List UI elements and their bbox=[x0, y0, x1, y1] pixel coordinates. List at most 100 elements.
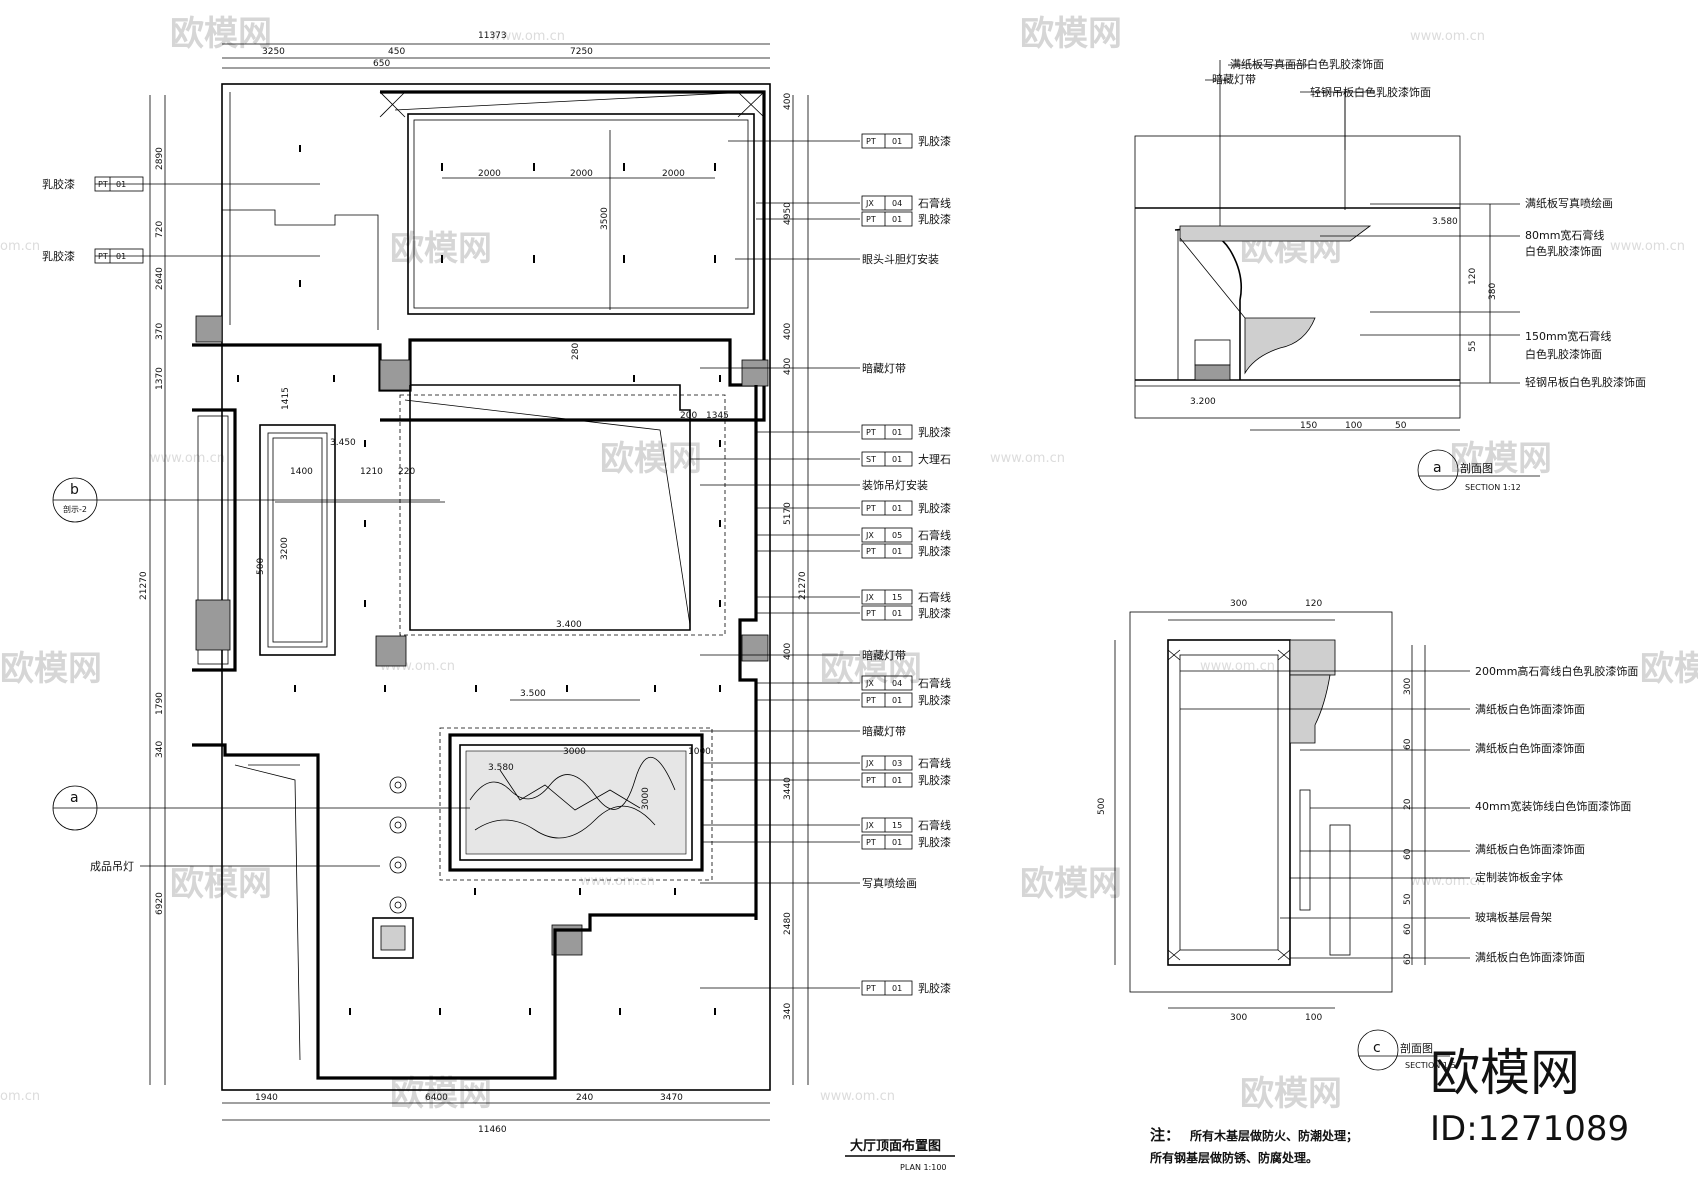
dim-inner: 500 bbox=[256, 558, 266, 575]
upper-ceiling-panel-inner bbox=[413, 119, 749, 309]
watermark-url: www.om.cn bbox=[990, 451, 1065, 466]
left-label-text: 乳胶漆 bbox=[42, 249, 75, 263]
column bbox=[195, 315, 223, 343]
watermark-url: www.om.cn bbox=[150, 451, 225, 466]
watermark-url: www.om.cn bbox=[490, 29, 565, 44]
cornice-profile bbox=[1174, 228, 1243, 380]
material-label: 装饰吊灯安装 bbox=[862, 478, 928, 492]
upper-left-room bbox=[222, 209, 379, 330]
section-c-scale: SECTION 1:5 bbox=[1405, 1061, 1456, 1070]
watermark-url: www.om.cn bbox=[1410, 29, 1485, 44]
watermark-url: www.om.cn bbox=[1200, 659, 1275, 674]
section-a-detail: 满纸板写真面部白色乳胶漆饰面 暗藏灯带 轻钢吊板白色乳胶漆饰面 满纸板写真喷绘画… bbox=[1134, 57, 1646, 492]
material-code-box bbox=[861, 133, 913, 149]
dim-left: 2640 bbox=[155, 267, 165, 290]
section-a-label-top: 轻钢吊板白色乳胶漆饰面 bbox=[1310, 85, 1431, 99]
material-code-box bbox=[861, 692, 913, 708]
section-c-dim: 100 bbox=[1305, 1013, 1322, 1023]
material-code: 15 bbox=[892, 821, 902, 830]
dim-inner: 3500 bbox=[600, 207, 610, 230]
dim-right: 400 bbox=[783, 358, 793, 375]
notes: 注： 所有木基层做防火、防潮处理； 所有钢基层做防锈、防腐处理。 bbox=[1150, 1126, 1358, 1165]
dim-bottom: 240 bbox=[576, 1093, 593, 1103]
mural-image bbox=[465, 750, 687, 855]
column bbox=[741, 359, 769, 387]
section-a-label-top: 暗藏灯带 bbox=[1212, 72, 1256, 86]
dim-inner: 3.500 bbox=[520, 689, 546, 699]
material-code: PT bbox=[866, 547, 876, 556]
pendant-lamp-icon bbox=[389, 896, 407, 914]
dim-inner: 3.580 bbox=[488, 763, 514, 773]
hall-ceiling-dashed bbox=[399, 394, 726, 636]
section-c-dim: 120 bbox=[1305, 599, 1322, 609]
section-c-label: 200mm高石膏线白色乳胶漆饰面 bbox=[1475, 664, 1638, 678]
section-a-title-letter: a bbox=[1433, 460, 1442, 476]
section-c-dim: 60 bbox=[1403, 953, 1413, 965]
material-code: 01 bbox=[892, 455, 902, 464]
section-a-frame bbox=[1134, 135, 1461, 419]
material-label: 大理石 bbox=[918, 452, 951, 466]
watermark-brand: 欧模网 bbox=[390, 1074, 492, 1114]
dim-right: 340 bbox=[783, 1003, 793, 1020]
section-c-dim: 60 bbox=[1403, 848, 1413, 860]
material-code: 01 bbox=[892, 428, 902, 437]
skylight-inner bbox=[267, 432, 328, 648]
section-c-label: 满纸板白色饰面漆饰面 bbox=[1475, 842, 1585, 856]
material-code-box bbox=[861, 589, 913, 605]
section-c-frame bbox=[1129, 611, 1393, 993]
dim-left: 21270 bbox=[139, 571, 149, 600]
pendant-lamp-icon bbox=[389, 776, 407, 794]
material-code: JX bbox=[865, 199, 874, 208]
watermark-brand: 欧模网 bbox=[820, 649, 922, 689]
material-code-box bbox=[861, 675, 913, 691]
material-code: 01 bbox=[892, 504, 902, 513]
plan-title: 大厅顶面布置图 bbox=[850, 1138, 941, 1154]
material-code: PT bbox=[866, 215, 876, 224]
section-c-detail: 200mm高石膏线白色乳胶漆饰面 满纸板白色饰面漆饰面 满纸板白色饰面漆饰面 4… bbox=[1097, 599, 1638, 1071]
upper-ceiling-panel bbox=[407, 113, 755, 315]
material-label: 石膏线 bbox=[918, 528, 951, 542]
note-line-2: 所有钢基层做防锈、防腐处理。 bbox=[1150, 1150, 1318, 1165]
material-code: PT bbox=[866, 984, 876, 993]
left-label-code: 01 bbox=[116, 252, 126, 261]
watermark-url: www.om.cn bbox=[1410, 874, 1485, 889]
material-code: 01 bbox=[892, 696, 902, 705]
material-code: PT bbox=[866, 696, 876, 705]
material-code: 15 bbox=[892, 593, 902, 602]
mural-light-strip bbox=[439, 727, 713, 881]
left-label-code: 01 bbox=[116, 180, 126, 189]
material-code: JX bbox=[865, 593, 874, 602]
pendant-lamp-icon bbox=[389, 856, 407, 874]
ceiling-lamp-inner bbox=[380, 925, 406, 951]
section-a-dim: 100 bbox=[1345, 421, 1362, 431]
material-label: 乳胶漆 bbox=[918, 425, 951, 439]
material-label: 乳胶漆 bbox=[918, 134, 951, 148]
dim-bottom: 1940 bbox=[255, 1093, 278, 1103]
watermark-brand: 欧模网 bbox=[170, 864, 272, 904]
dim-right: 400 bbox=[783, 323, 793, 340]
skylight-inner2 bbox=[272, 437, 323, 643]
material-code-box bbox=[861, 451, 913, 467]
mural-frame bbox=[448, 733, 704, 872]
plan-scale: PLAN 1:100 bbox=[900, 1163, 947, 1172]
material-code: PT bbox=[866, 504, 876, 513]
dim-inner: 2000 bbox=[662, 169, 685, 179]
dim-inner: 3.450 bbox=[330, 438, 356, 448]
material-code: 01 bbox=[892, 776, 902, 785]
material-code: PT bbox=[866, 838, 876, 847]
dim-inner: 280 bbox=[571, 343, 581, 360]
column bbox=[741, 634, 769, 662]
note-line-1: 所有木基层做防火、防潮处理； bbox=[1190, 1128, 1358, 1143]
section-c-dim: 50 bbox=[1403, 893, 1413, 905]
material-code-box bbox=[861, 834, 913, 850]
dim-top: 450 bbox=[388, 47, 405, 57]
dim-left: 720 bbox=[155, 221, 165, 238]
section-a-dim: 50 bbox=[1395, 421, 1407, 431]
hall-ceiling-outline bbox=[409, 384, 691, 631]
section-c-title-letter: c bbox=[1373, 1040, 1381, 1056]
column bbox=[379, 359, 411, 391]
dim-inner: 3000 bbox=[641, 787, 651, 810]
material-code: 01 bbox=[892, 137, 902, 146]
